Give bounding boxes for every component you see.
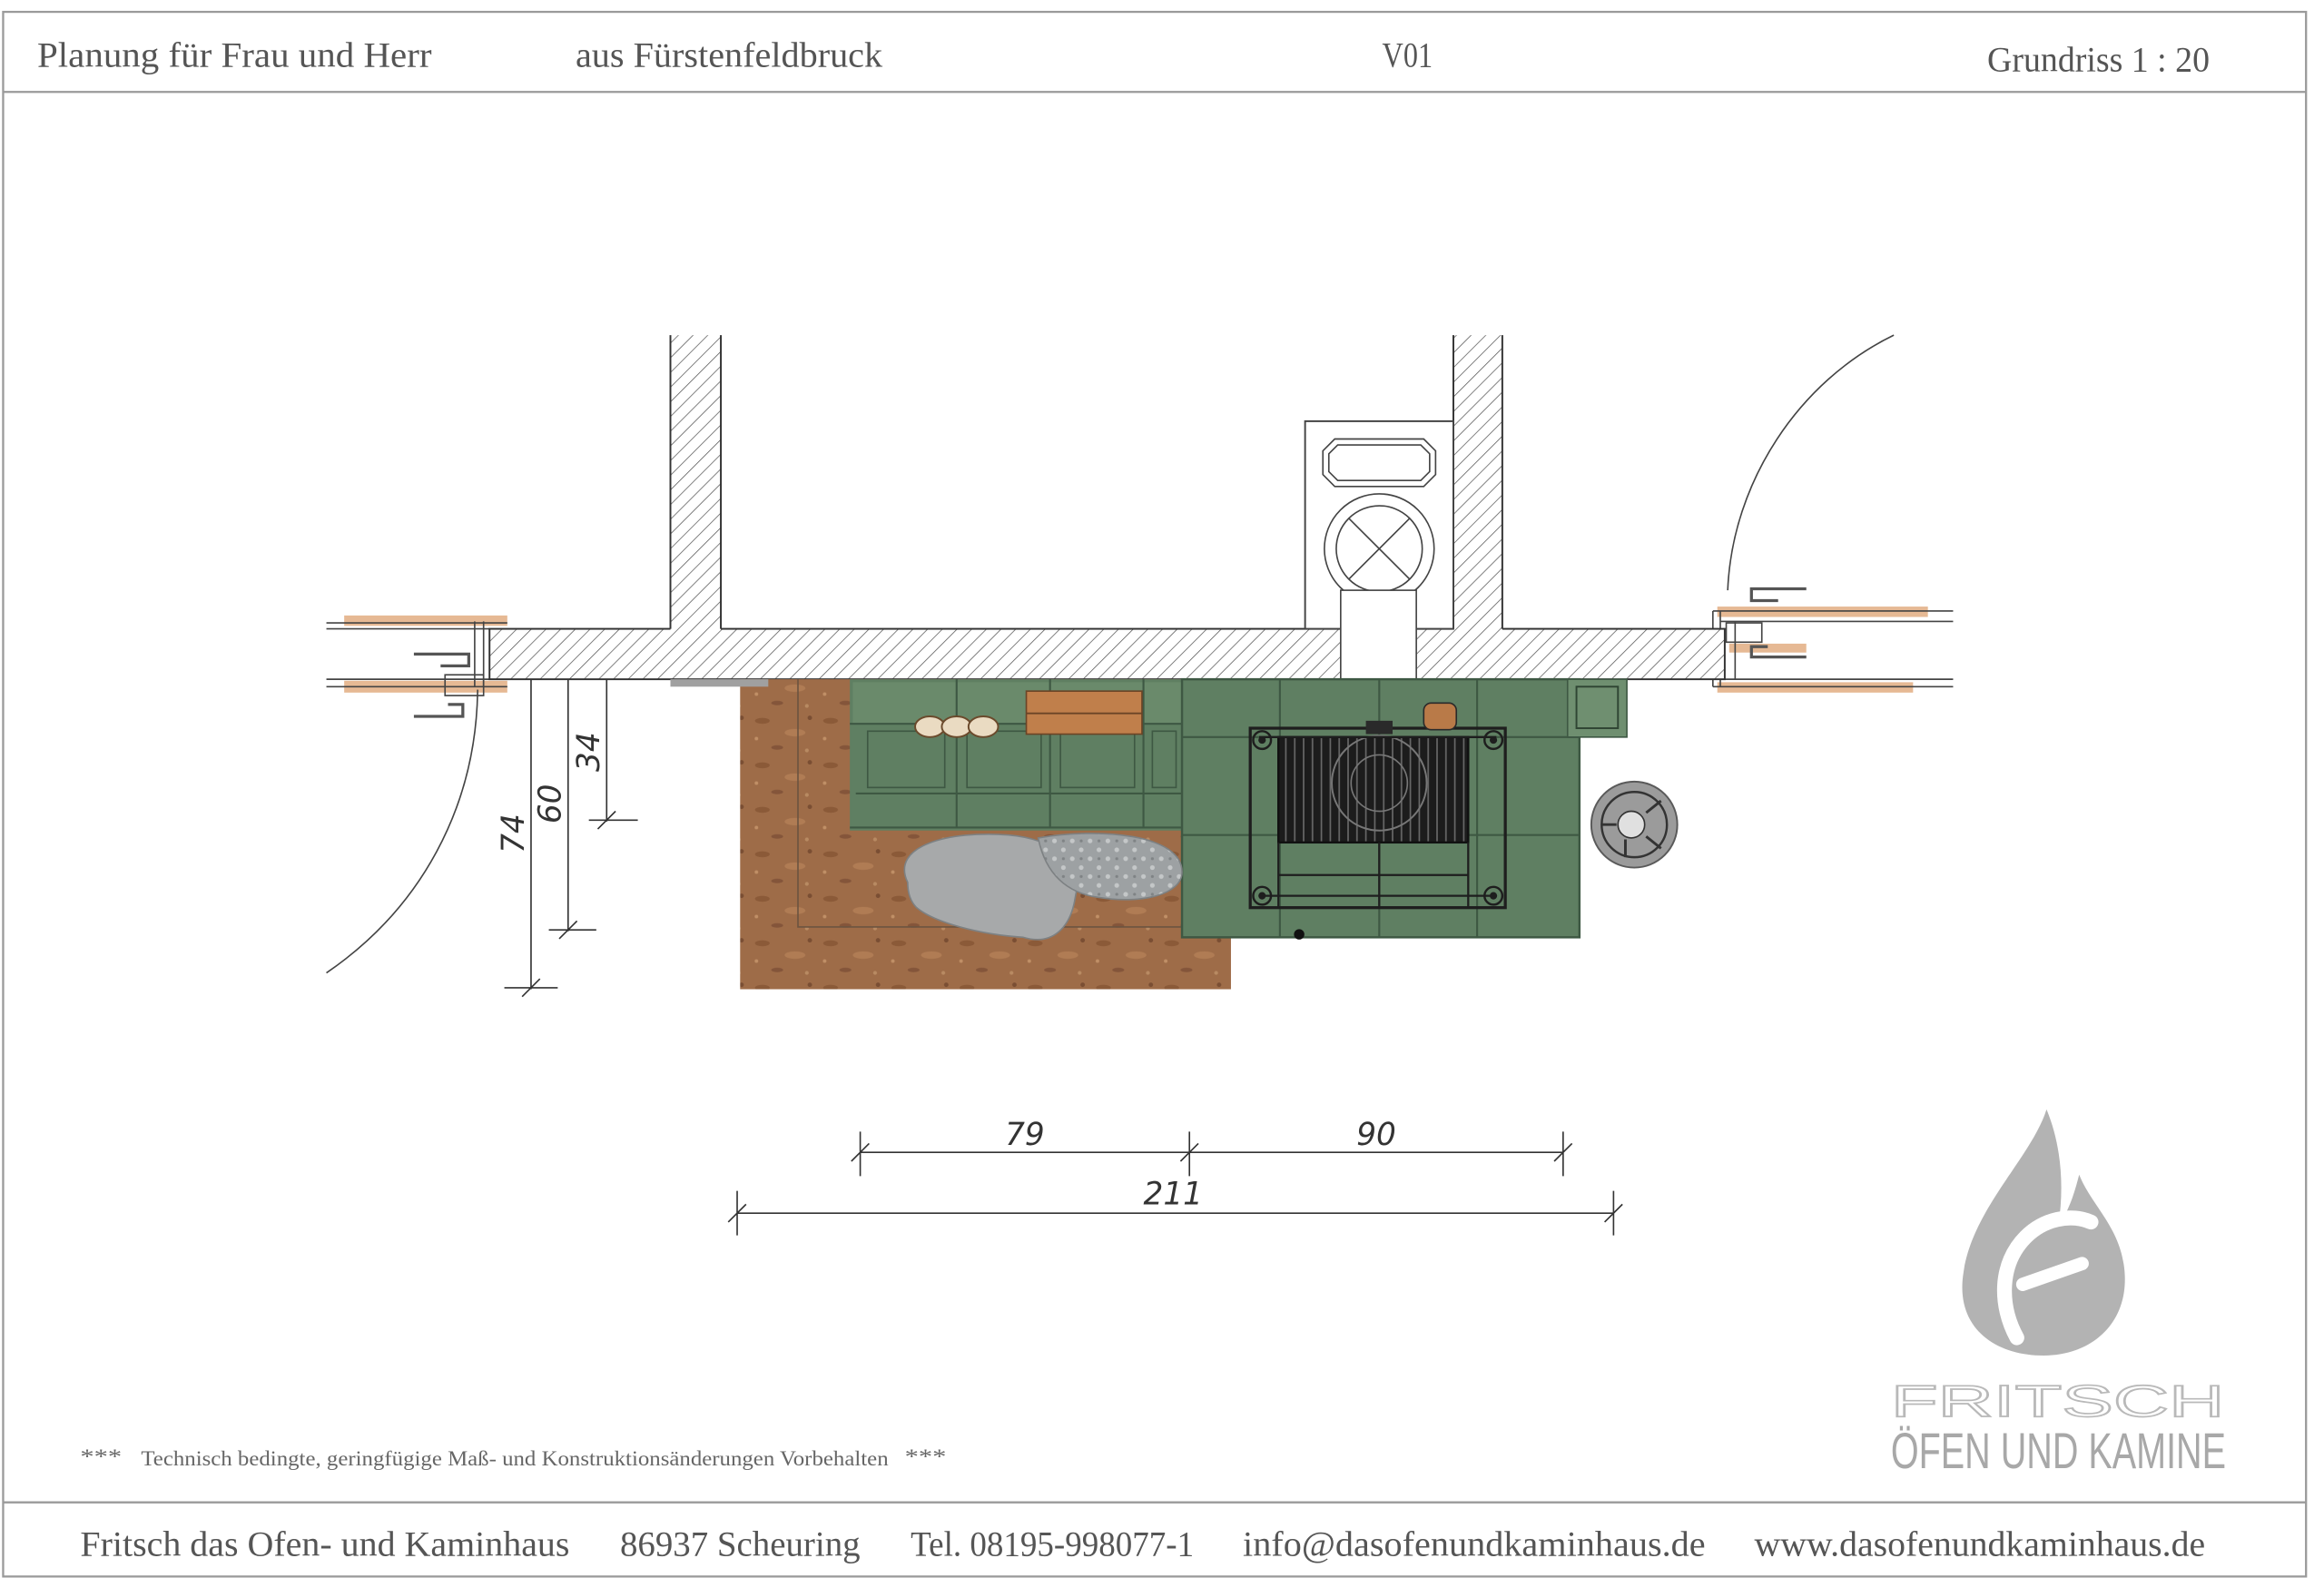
bench-tile-joints (850, 679, 1183, 829)
dimension-horizontal-overall: 211 (727, 1176, 1623, 1236)
door-frame-wood-top (344, 615, 507, 626)
door-left (326, 615, 507, 974)
bench-panel-4 (1151, 730, 1177, 789)
flame-f-stem (1996, 1210, 2099, 1346)
tiled-bench (850, 679, 1184, 831)
decor-logs (914, 715, 1000, 738)
stove-side-extension-inner (1575, 685, 1620, 730)
dimension-line (588, 679, 638, 830)
dimension-line (504, 679, 558, 998)
wall-horizontal (488, 627, 1726, 681)
cushion-right (1037, 833, 1183, 901)
control-knob (1423, 702, 1458, 731)
bolt-core (1489, 736, 1498, 745)
company-logo: FRITSCH ÖFEN UND KAMINE (1890, 1109, 2226, 1479)
plan-version: V01 (1383, 36, 1433, 75)
door-swing-arc (1727, 334, 1895, 591)
logo-wordmark: FRITSCH (1891, 1377, 2225, 1426)
door-threshold-lines (326, 621, 507, 688)
logo-tagline: ÖFEN UND KAMINE (1891, 1423, 2226, 1479)
client-location: aus Fürstenfeldbruck (576, 36, 883, 75)
decor-log (914, 715, 946, 738)
dimension-label: 60 (533, 784, 569, 824)
bolt-ring (1252, 730, 1273, 751)
door-latch (1725, 622, 1763, 644)
chimney-connection (1304, 419, 1454, 682)
flue-pipe-cross (1348, 518, 1411, 580)
footer-address: 86937 Scheuring (620, 1524, 861, 1563)
door-stop-strip (670, 679, 769, 687)
dimension-label: 34 (571, 732, 607, 772)
bolt-ring (1252, 885, 1273, 906)
dimension-label: 79 (1005, 1117, 1045, 1153)
flame-f-icon (1962, 1109, 2125, 1356)
client-name: Planung für Frau und Herr (37, 36, 432, 75)
wall-stub-right (1452, 335, 1502, 632)
decor-log (967, 715, 1000, 738)
bolt-core (1489, 892, 1498, 900)
sheet-frame (2, 10, 2308, 1578)
insert-corner-bolts (1252, 730, 1504, 906)
dimension-horizontal-stove: 90 (1189, 1117, 1573, 1177)
bolt-ring (1483, 885, 1504, 906)
dimension-line (1189, 1131, 1573, 1177)
dimension-vertical-overall: 74 (496, 679, 558, 998)
door-right (1712, 334, 1954, 693)
disclaimer-text: Technisch bedingte, geringfügige Maß- un… (141, 1447, 889, 1470)
dimension-line (727, 1190, 1623, 1236)
insert-rotation-core (1350, 754, 1409, 813)
bench-panel-1 (866, 730, 946, 789)
wall-stub-left (670, 335, 722, 632)
footer-company: Fritsch das Ofen- und Kaminhaus (80, 1524, 569, 1563)
dimension-vertical-bench: 60 (533, 679, 596, 940)
door-handle-lower (1749, 645, 1807, 659)
insert-lower-frame (1258, 735, 1497, 908)
decor-log (940, 715, 973, 738)
dimension-vertical-seat: 34 (571, 679, 638, 830)
door-handle-upper (413, 652, 470, 668)
dimension-label: 211 (1144, 1176, 1203, 1212)
disclaimer-stars-right: *** (905, 1445, 947, 1468)
footer-email: info@dasofenundkaminhaus.de (1243, 1524, 1706, 1563)
cleaning-opening-inner (1327, 444, 1431, 482)
wood-storage-shelf (1025, 690, 1143, 735)
bolt-core (1258, 736, 1266, 745)
dimension-label: 90 (1356, 1117, 1396, 1153)
dimension-label: 74 (496, 814, 532, 853)
bolt-ring (1483, 730, 1504, 751)
wall-stub-left-outline (669, 335, 723, 629)
bench-panel-2 (966, 730, 1042, 789)
cleaning-opening (1322, 438, 1437, 488)
bolt-core (1258, 892, 1266, 900)
disclaimer: *** Technisch bedingte, geringfügige Maß… (80, 1445, 946, 1470)
cushion-left (903, 833, 1078, 941)
dimension-line (548, 679, 596, 940)
firebox-grille (1277, 735, 1470, 844)
plan-view-scale: Grundriss 1 : 20 (1987, 40, 2210, 79)
door-handle-upper (1749, 587, 1807, 603)
footer-phone: Tel. 08195-998077-1 (911, 1524, 1194, 1563)
flue-connector (1340, 589, 1417, 682)
fireplace-insert (1248, 702, 1507, 940)
disclaimer-stars-left: *** (80, 1445, 122, 1468)
insert-rotation-ring (1331, 735, 1428, 832)
flame-f-arm (2015, 1257, 2089, 1291)
sheet-border (2, 10, 2308, 1578)
air-inlet-hub (1617, 810, 1646, 839)
insert-foot-marker (1294, 929, 1305, 940)
dimension-line (851, 1131, 1199, 1177)
seat-cushion (903, 833, 1183, 941)
walls (488, 335, 1726, 681)
air-inlet-spokes (1601, 799, 1662, 858)
dimension-horizontal-bench: 79 (851, 1117, 1199, 1177)
flue-outlet (1365, 720, 1393, 735)
door-latch (444, 674, 485, 696)
door-handle-lower (413, 703, 465, 718)
air-inlet-icon (1590, 780, 1679, 869)
door-swing-arc (326, 689, 478, 974)
title-block: Planung für Frau und Herr aus Fürstenfel… (37, 36, 2210, 80)
footer-website: www.dasofenundkaminhaus.de (1755, 1524, 2206, 1563)
footer: Fritsch das Ofen- und Kaminhaus 86937 Sc… (80, 1524, 2205, 1563)
